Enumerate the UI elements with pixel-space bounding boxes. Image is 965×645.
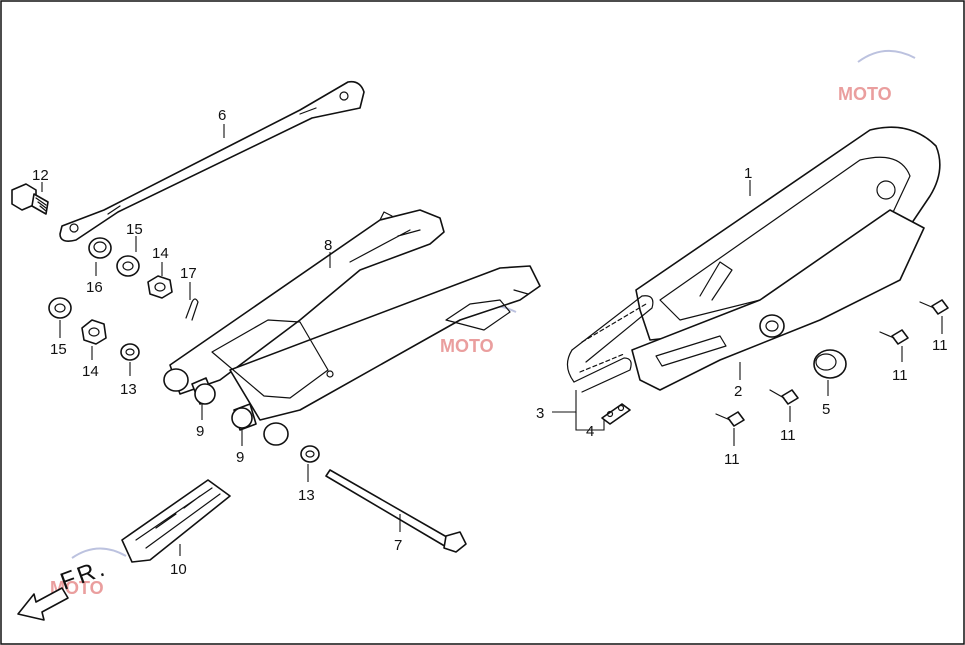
part-11-bolt-d xyxy=(919,299,949,315)
callout-13-center: 13 xyxy=(298,487,315,504)
callout-9a: 9 xyxy=(196,423,204,440)
part-8-swingarm xyxy=(163,209,541,446)
callout-11b: 11 xyxy=(780,427,796,444)
part-11-bolt-a xyxy=(715,411,745,427)
callout-11d: 11 xyxy=(932,337,948,354)
part-3-drive-chain xyxy=(566,295,654,393)
callout-9b: 9 xyxy=(236,449,244,466)
callout-3: 3 xyxy=(536,405,544,422)
callout-1: 1 xyxy=(744,165,752,182)
callout-7: 7 xyxy=(394,537,402,554)
callout-4: 4 xyxy=(586,423,594,440)
callout-6: 6 xyxy=(218,107,226,124)
callout-16: 16 xyxy=(86,279,103,296)
callout-11c: 11 xyxy=(892,367,908,384)
callout-numbers: 6 12 15 16 14 17 15 14 13 8 9 9 13 7 10 … xyxy=(32,107,948,578)
part-2-chain-cover xyxy=(631,209,925,391)
watermark-logo-top: MOTO xyxy=(838,49,916,104)
direction-arrow-icon xyxy=(17,587,69,621)
part-13-washer xyxy=(120,343,140,361)
part-12-bolt xyxy=(11,183,49,215)
callout-14: 14 xyxy=(152,245,169,262)
callout-17: 17 xyxy=(180,265,197,282)
callout-2: 2 xyxy=(734,383,742,400)
part-7-pivot-bolt xyxy=(325,469,467,553)
leader-lines xyxy=(41,124,943,556)
callout-12: 12 xyxy=(32,167,49,184)
callout-15: 15 xyxy=(126,221,143,238)
callout-11a: 11 xyxy=(724,451,740,468)
part-5-cap xyxy=(813,349,847,379)
part-11-bolt-b xyxy=(769,389,799,405)
callout-15-left: 15 xyxy=(50,341,67,358)
callout-13: 13 xyxy=(120,381,137,398)
watermark-text: MOTO xyxy=(838,84,892,104)
callout-14-left: 14 xyxy=(82,363,99,380)
callout-8: 8 xyxy=(324,237,332,254)
part-13-washer-center xyxy=(300,445,320,463)
part-10-chain-slider xyxy=(121,479,231,563)
callout-10: 10 xyxy=(170,561,187,578)
part-14-nut xyxy=(147,275,173,299)
part-9-bushing-b xyxy=(231,403,257,431)
part-15-washer-left xyxy=(48,297,72,319)
part-15-washer xyxy=(116,255,140,277)
part-11-bolt-c xyxy=(879,329,909,345)
part-17-cotter-pin xyxy=(185,298,199,321)
watermark-text: MOTO xyxy=(440,336,494,356)
callout-5: 5 xyxy=(822,401,830,418)
part-14-nut-left xyxy=(81,319,107,345)
part-6-stay-rod xyxy=(59,80,365,242)
part-4-master-link xyxy=(601,403,631,425)
part-9-bushing-a xyxy=(191,377,216,405)
part-16-collar xyxy=(88,237,112,259)
